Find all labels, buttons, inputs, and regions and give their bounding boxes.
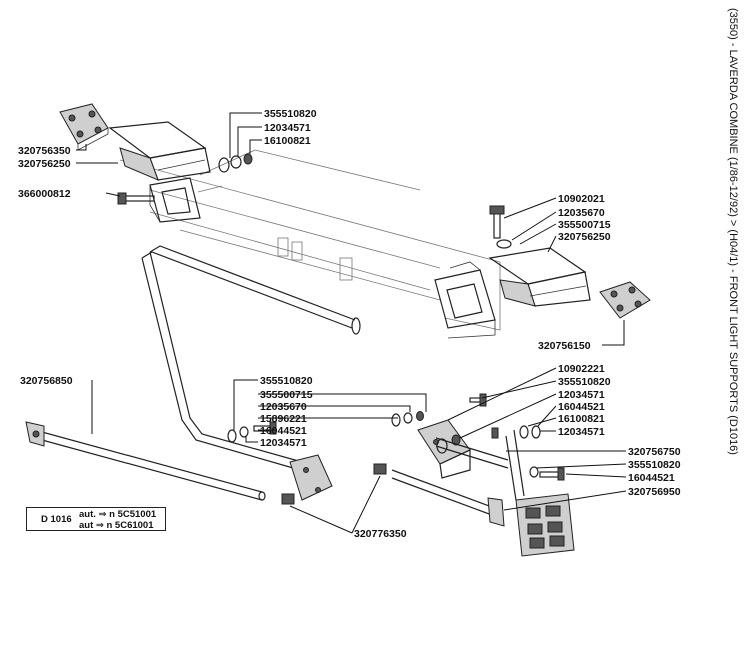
note-line-2: aut ⇒ n 5C61001 [79,520,154,531]
upper-rod [435,437,509,469]
washer-12035670-a [496,239,512,249]
label-12034571-a: 12034571 [264,122,311,134]
plate-320756350 [59,103,109,151]
label-10902021: 10902021 [558,193,605,205]
label-355510820-b: 355510820 [260,375,313,387]
bar-mount-plate [289,454,333,501]
note-code: D 1016 [41,514,72,525]
fastener-stack-right [491,425,565,481]
label-320756250-b: 320756250 [558,231,611,243]
label-15896221: 15896221 [260,413,307,425]
rod-320756950 [391,469,505,527]
label-16100821-b: 16100821 [558,413,605,425]
plate-320756250-left [108,121,211,181]
label-12034571-c: 12034571 [558,389,605,401]
label-320756350: 320756350 [18,145,71,157]
label-366000812: 366000812 [18,188,71,200]
label-10902221: 10902221 [558,363,605,375]
right-frame-bracket [434,261,496,339]
plate-320756150 [599,281,651,319]
label-16044521-b: 16044521 [558,401,605,413]
fastener-stack-middle [227,421,277,443]
plate-320756250-right [488,247,591,307]
label-16044521-a: 16044521 [260,425,307,437]
bent-support-bar [141,245,361,471]
fastener-stack-middle-right [391,411,424,427]
part-labels: 320756350 320756250 366000812 355510820 … [18,108,681,540]
label-320756850: 320756850 [20,375,73,387]
bolt-10902021 [489,205,505,239]
label-12034571-d: 12034571 [558,426,605,438]
label-320756950: 320756950 [628,486,681,498]
front-light-unit [505,429,575,557]
label-320756750: 320756750 [628,446,681,458]
label-12035670-b: 12035670 [260,401,307,413]
label-320756250-a: 320756250 [18,158,71,170]
label-16100821-a: 16100821 [264,135,311,147]
label-12035670-a: 12035670 [558,207,605,219]
label-355500715-a: 355500715 [558,219,611,231]
label-355510820-c: 355510820 [558,376,611,388]
label-320776350: 320776350 [354,528,407,540]
label-355510820-a: 355510820 [264,108,317,120]
page-title: (3550) - LAVERDA COMBINE (1/86-12/92) > … [727,8,739,455]
bolt-366000812 [117,192,155,205]
note-line-1: aut. ⇒ n 5C51001 [79,509,157,520]
leader-lines [76,112,627,534]
serial-note-box: D 1016 aut. ⇒ n 5C51001 aut ⇒ n 5C61001 [26,507,166,531]
left-frame-bracket [149,177,201,223]
fastener-stack-upper-left [218,153,253,173]
bolt-10902221 [469,393,487,407]
bushing-320776350 [281,463,387,505]
label-16044521-c: 16044521 [628,472,675,484]
label-320756150: 320756150 [538,340,591,352]
label-355510820-d: 355510820 [628,459,681,471]
label-12034571-b: 12034571 [260,437,307,449]
rod-320756850 [25,421,266,501]
label-355500715-b: 355500715 [260,389,313,401]
